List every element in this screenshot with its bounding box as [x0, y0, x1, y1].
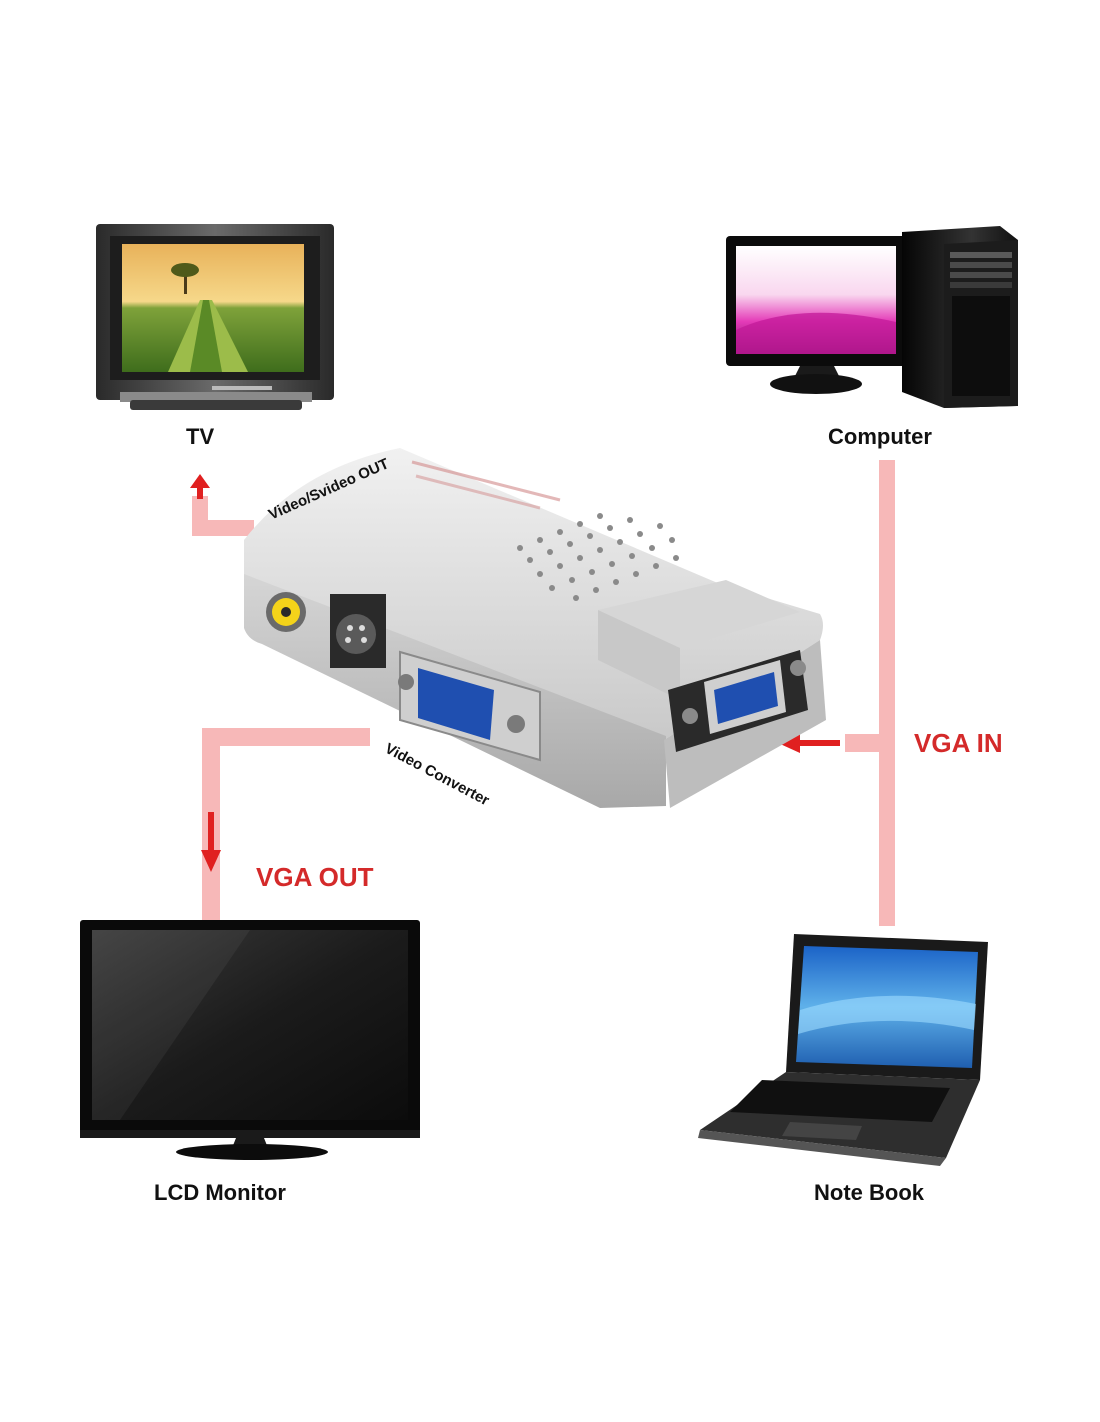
- tv-label: TV: [186, 424, 215, 449]
- vga-in-port-icon: [668, 650, 808, 752]
- computer-illustration: [726, 226, 1018, 408]
- notebook-illustration: [698, 934, 988, 1166]
- cable-vga-in-vertical: [879, 460, 895, 926]
- svideo-port-icon: [330, 594, 386, 668]
- tv-illustration: [96, 224, 334, 410]
- arrow-vga-in-left-icon: [778, 733, 840, 753]
- cable-vga-in-branch: [845, 734, 885, 752]
- vga-out-label: VGA OUT: [256, 862, 374, 892]
- vga-out-port-icon: [398, 650, 541, 762]
- vga-in-label: VGA IN: [914, 728, 1003, 758]
- lcd-monitor-label: LCD Monitor: [154, 1180, 286, 1205]
- cable-tv-horizontal: [192, 520, 254, 536]
- video-converter-box: [244, 448, 826, 808]
- computer-label: Computer: [828, 424, 932, 449]
- cable-vga-out-horizontal: [202, 728, 370, 746]
- arrow-tv-up-icon: [190, 474, 210, 499]
- arrow-vga-out-down-icon: [201, 812, 221, 872]
- rca-video-port-icon: [266, 592, 306, 632]
- lcd-monitor-illustration: [80, 920, 420, 1160]
- notebook-label: Note Book: [814, 1180, 924, 1205]
